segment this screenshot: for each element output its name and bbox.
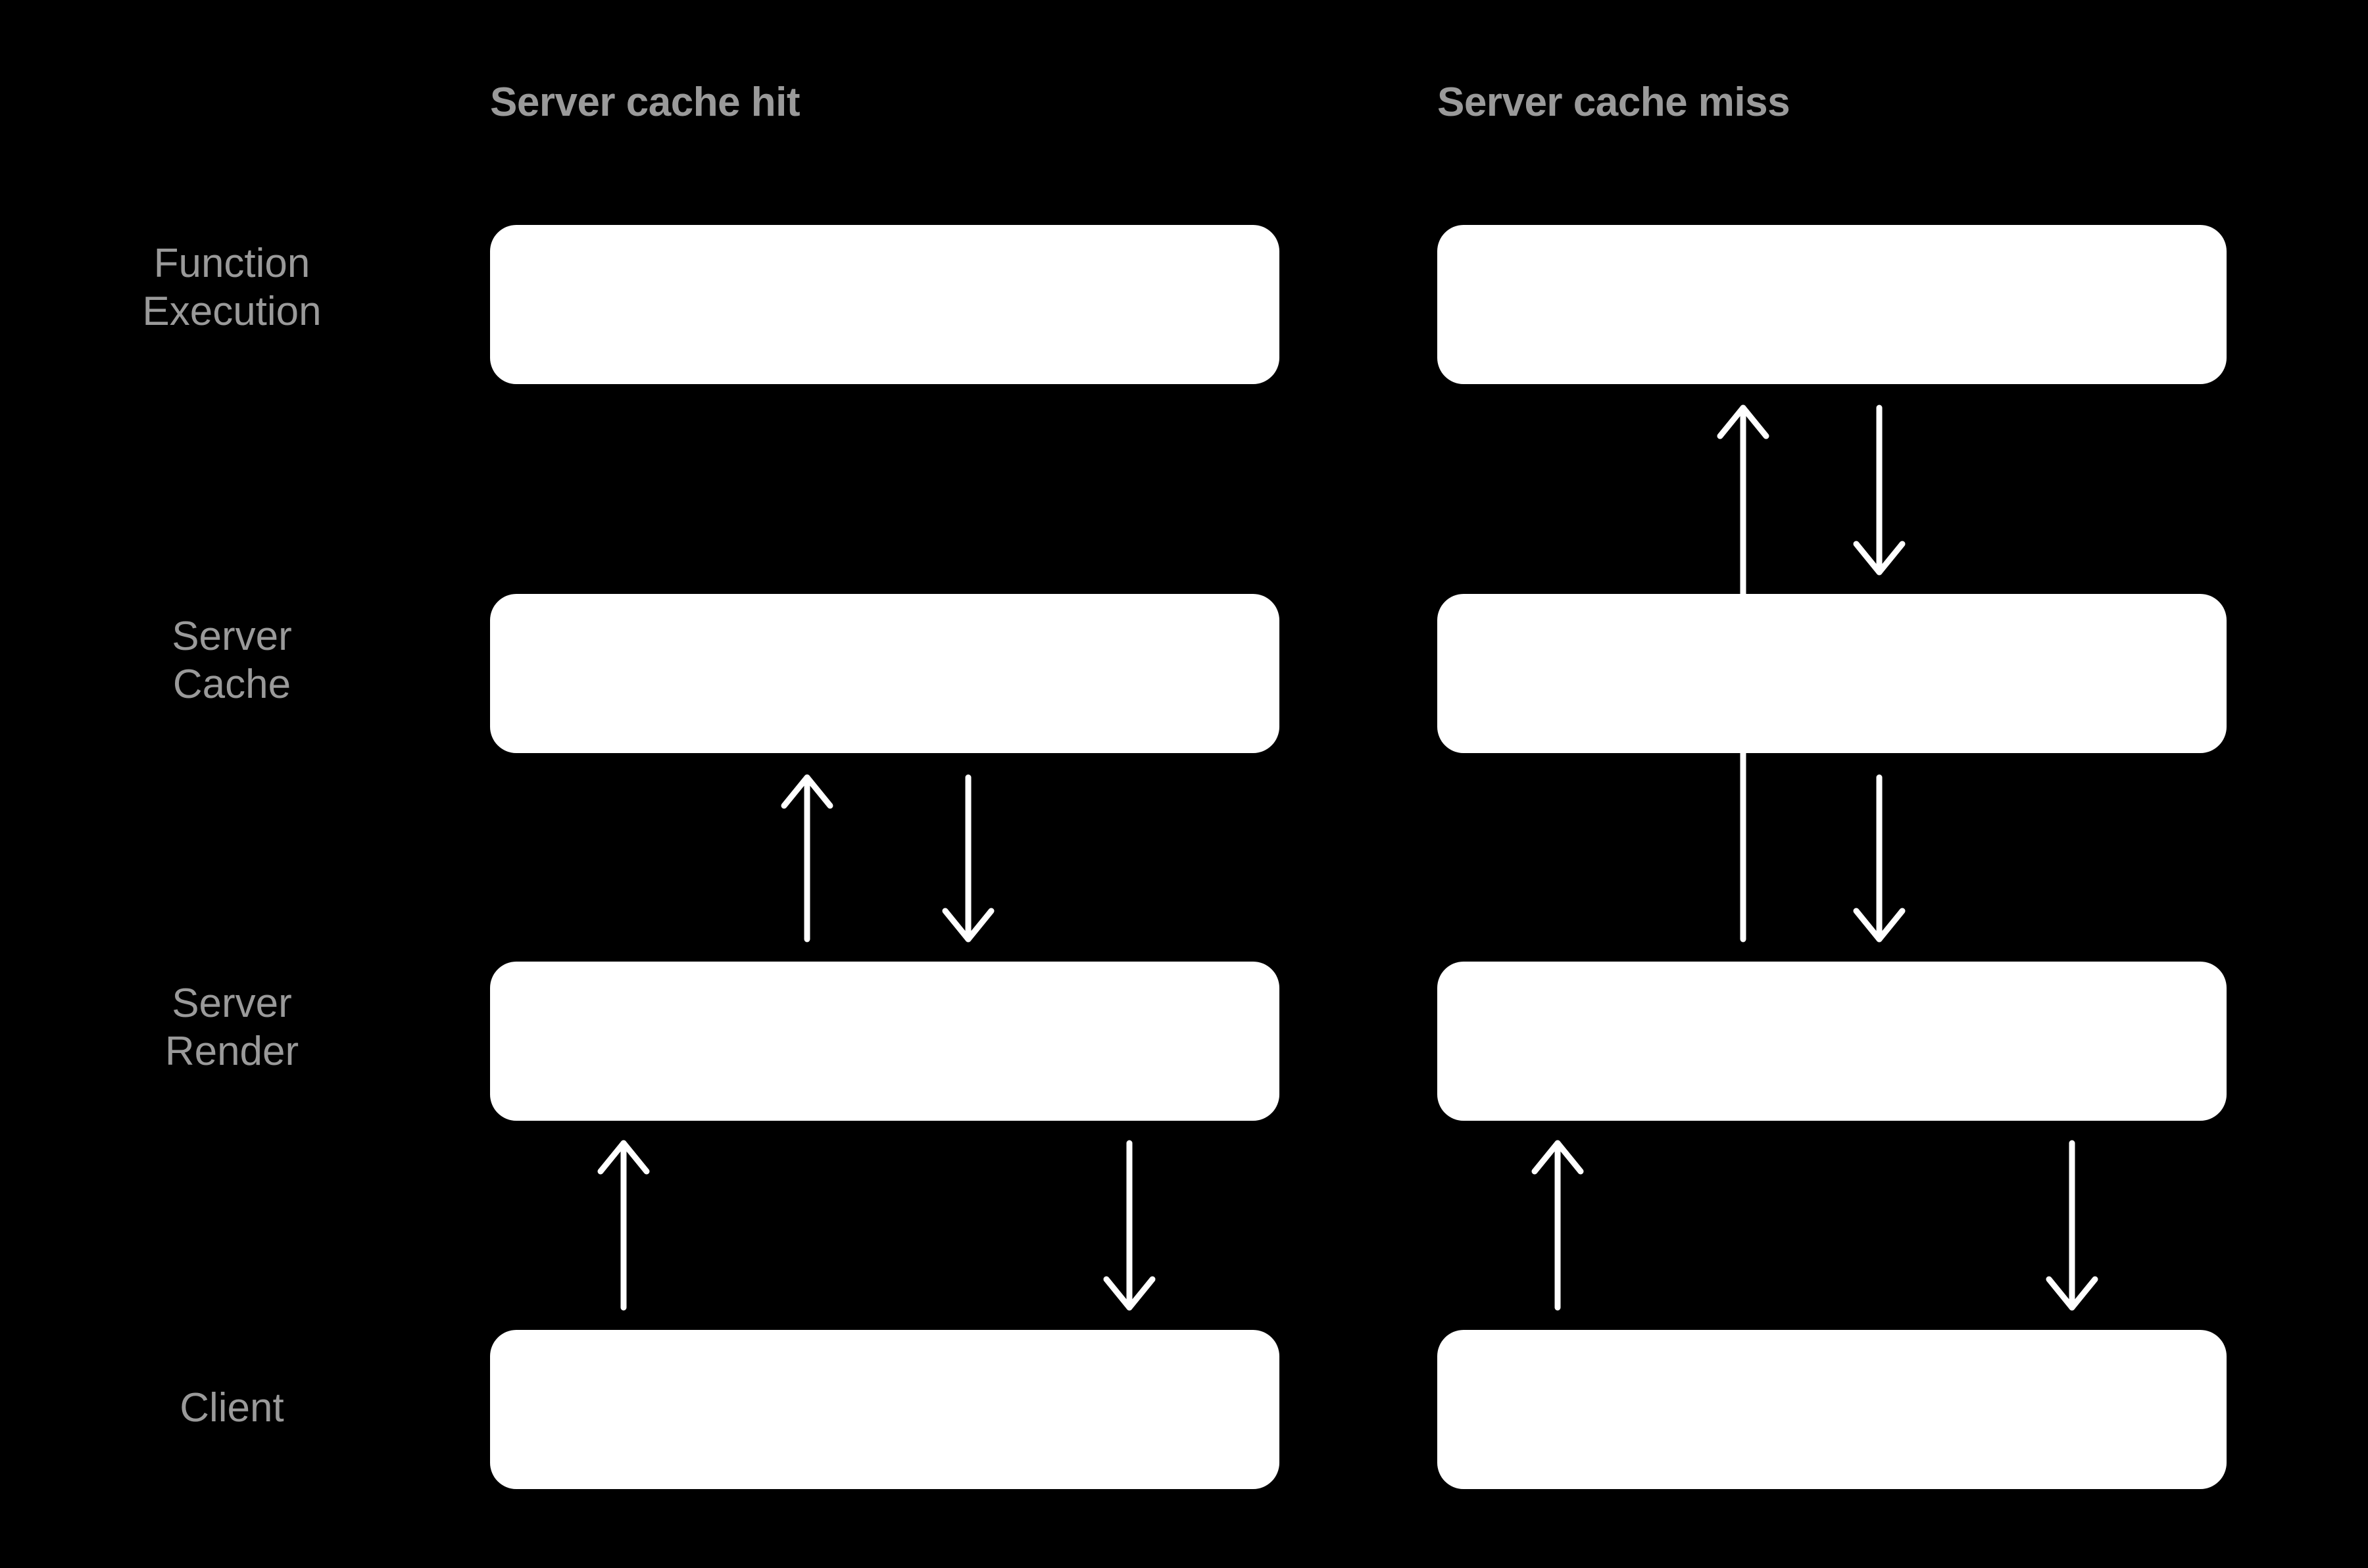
row-label-function-execution: Function Execution — [142, 241, 322, 334]
node-miss-client[interactable] — [1437, 1330, 2227, 1489]
arrow-hit-client-to-render — [597, 1140, 650, 1311]
row-label-server-cache: Server Cache — [172, 614, 292, 707]
node-hit-server-render[interactable] — [490, 962, 1279, 1121]
column-header-server-cache-miss: Server cache miss — [1437, 80, 1790, 125]
arrow-miss-client-to-render — [1531, 1140, 1584, 1311]
column-header-server-cache-hit: Server cache hit — [490, 80, 801, 125]
arrow-hit-render-to-client — [1103, 1140, 1156, 1311]
node-hit-function-execution[interactable] — [490, 225, 1279, 384]
node-hit-client[interactable] — [490, 1330, 1279, 1489]
arrow-miss-cache-to-render — [1853, 774, 1906, 943]
node-miss-function-execution[interactable] — [1437, 225, 2227, 384]
arrow-miss-function-to-cache — [1853, 404, 1906, 576]
node-hit-server-cache[interactable] — [490, 594, 1279, 753]
row-label-server-render: Server Render — [164, 981, 299, 1074]
arrow-miss-render-to-client — [2046, 1140, 2098, 1311]
arrow-hit-render-to-cache — [781, 774, 833, 943]
node-miss-server-render[interactable] — [1437, 962, 2227, 1121]
row-label-client: Client — [180, 1385, 284, 1431]
arrow-hit-cache-to-render — [942, 774, 995, 943]
node-miss-server-cache[interactable] — [1437, 594, 2227, 753]
